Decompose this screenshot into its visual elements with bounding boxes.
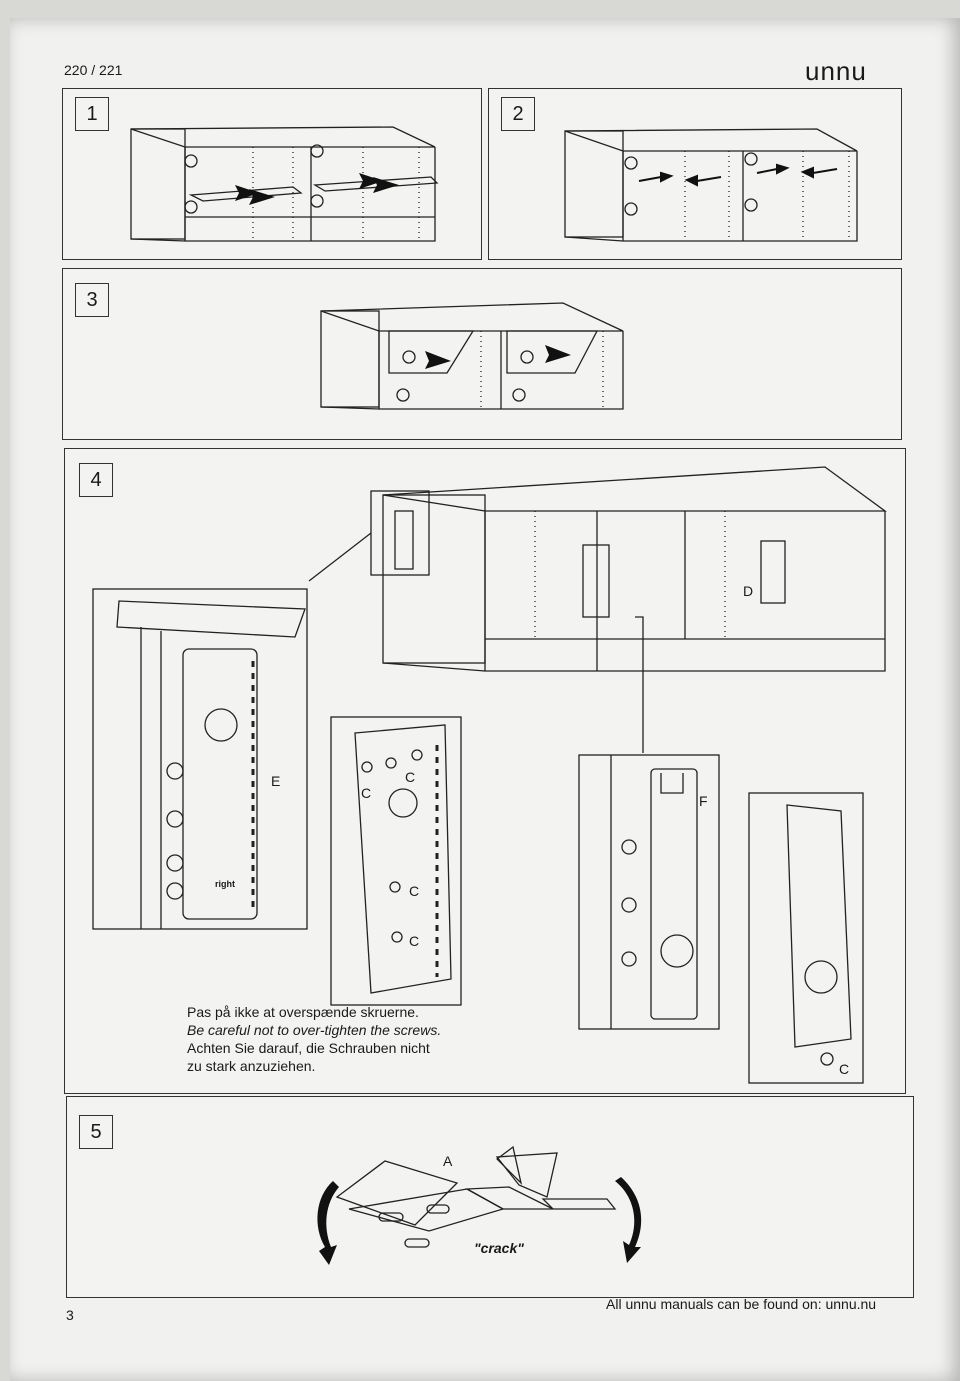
crack-label: "crack" <box>474 1240 524 1256</box>
step-2-number: 2 <box>501 97 535 131</box>
brand-logo: unnu <box>805 56 867 86</box>
step-1-panel: 1 <box>62 88 482 260</box>
step-2-panel: 2 <box>488 88 902 260</box>
caution-english: Be careful not to over-tighten the screw… <box>187 1022 442 1038</box>
step-5-illustration <box>317 1145 642 1265</box>
step-3-panel: 3 <box>62 268 902 440</box>
arrow-icon <box>638 163 838 187</box>
caution-text: Pas på ikke at overspænde skruerne. Be c… <box>187 1003 441 1075</box>
label-a: A <box>443 1153 453 1169</box>
step-3-number: 3 <box>75 283 109 317</box>
step-5-panel: 5 A <box>66 1096 914 1298</box>
label-d: D <box>743 583 754 599</box>
label-c: C <box>361 785 372 801</box>
label-c: C <box>839 1061 850 1077</box>
label-c: C <box>405 769 416 785</box>
label-c: C <box>409 933 420 949</box>
label-c: C <box>409 883 420 899</box>
footer-note: All unnu manuals can be found on: unnu.n… <box>606 1296 877 1312</box>
caution-german-line2: zu stark anzuziehen. <box>187 1058 316 1074</box>
manual-page: 220 / 221 unnu 1 <box>10 18 960 1381</box>
arrow-icon <box>235 173 399 205</box>
step-4-number: 4 <box>79 463 113 497</box>
step-1-number: 1 <box>75 97 109 131</box>
rotate-arrow-icon <box>317 1177 642 1265</box>
step-4-panel: 4 <box>64 448 906 1094</box>
step-5-number: 5 <box>79 1115 113 1149</box>
doc-number: 220 / 221 <box>64 62 123 78</box>
arrow-icon <box>425 345 571 369</box>
step-2-illustration <box>564 128 858 242</box>
caution-german-line1: Achten Sie darauf, die Schrauben nicht <box>187 1040 430 1056</box>
label-right: right <box>215 879 235 889</box>
step-3-illustration <box>320 302 624 410</box>
step-1-illustration <box>130 126 439 242</box>
page-number: 3 <box>66 1307 74 1323</box>
label-e: E <box>271 773 281 789</box>
label-f: F <box>699 793 708 809</box>
step-4-illustration <box>92 466 887 1084</box>
caution-danish: Pas på ikke at overspænde skruerne. <box>187 1004 419 1020</box>
